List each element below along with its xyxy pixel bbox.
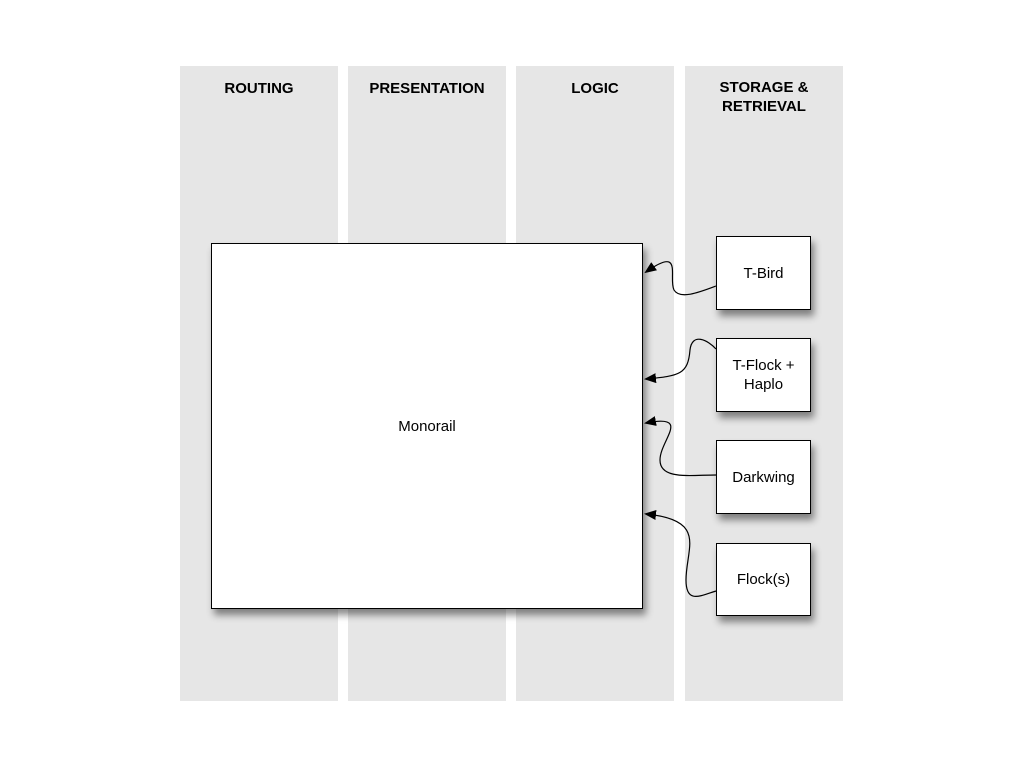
edge-darkwing-monorail xyxy=(644,416,717,477)
node-monorail: Monorail xyxy=(211,243,643,609)
node-tflock-haplo: T-Flock + Haplo xyxy=(716,338,811,412)
node-flocks: Flock(s) xyxy=(716,543,811,616)
lane-title-storage-retrieval: STORAGE & RETRIEVAL xyxy=(719,79,809,115)
node-tbird: T-Bird xyxy=(716,236,811,310)
node-darkwing: Darkwing xyxy=(716,440,811,514)
edge-flocks-monorail xyxy=(644,509,717,597)
lane-title-presentation: PRESENTATION xyxy=(369,80,485,97)
edge-tflock-monorail xyxy=(644,338,717,384)
lane-title-logic: LOGIC xyxy=(571,80,619,97)
lane-title-routing: ROUTING xyxy=(224,80,294,97)
edge-tbird-monorail xyxy=(644,261,717,296)
